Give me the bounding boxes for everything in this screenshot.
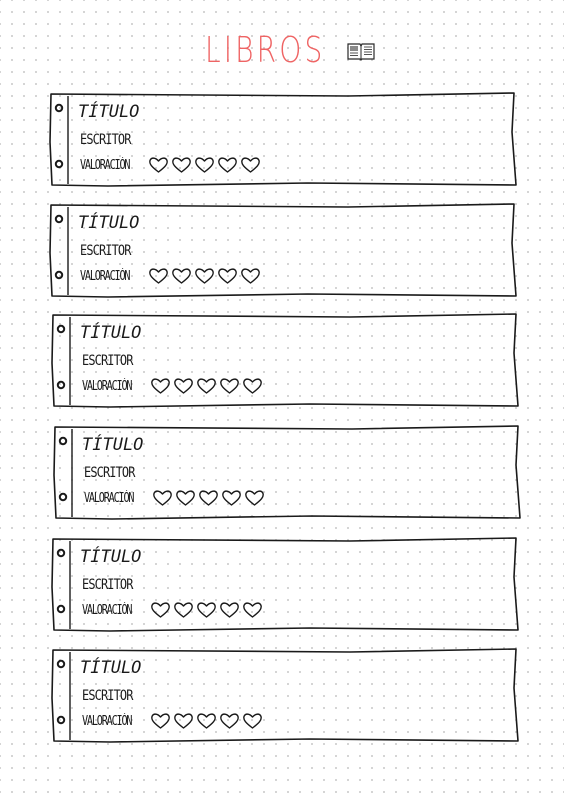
heart-icon[interactable]: [196, 712, 217, 730]
heart-icon[interactable]: [194, 267, 215, 285]
book-card: TÍTULO ESCRITOR VALORACIÓN: [48, 92, 518, 187]
book-card: TÍTULO ESCRITOR VALORACIÓN: [52, 425, 522, 520]
heart-icon[interactable]: [217, 156, 238, 174]
rating-hearts[interactable]: [152, 489, 265, 507]
rating-label: VALORACIÓN: [82, 379, 133, 394]
rating-label: VALORACIÓN: [84, 491, 135, 506]
heart-icon[interactable]: [240, 156, 261, 174]
book-card: TÍTULO ESCRITOR VALORACIÓN: [50, 537, 520, 632]
heart-icon[interactable]: [217, 267, 238, 285]
writer-label: ESCRITOR: [80, 132, 131, 148]
title-label: TÍTULO: [80, 658, 142, 678]
card-frame: [51, 313, 519, 408]
heart-icon[interactable]: [198, 489, 219, 507]
heart-icon[interactable]: [173, 601, 194, 619]
title-label: TÍTULO: [78, 213, 140, 233]
rating-hearts[interactable]: [150, 601, 263, 619]
heart-icon[interactable]: [221, 489, 242, 507]
heart-icon[interactable]: [242, 377, 263, 395]
heart-icon[interactable]: [242, 712, 263, 730]
heart-icon[interactable]: [173, 377, 194, 395]
heart-icon[interactable]: [173, 712, 194, 730]
heart-icon[interactable]: [242, 601, 263, 619]
heart-icon[interactable]: [171, 156, 192, 174]
writer-label: ESCRITOR: [82, 688, 133, 704]
rating-label: VALORACIÓN: [80, 269, 131, 284]
writer-label: ESCRITOR: [80, 243, 131, 259]
rating-hearts[interactable]: [150, 712, 263, 730]
heart-icon[interactable]: [150, 601, 171, 619]
heart-icon[interactable]: [194, 156, 215, 174]
rating-label: VALORACIÓN: [80, 158, 131, 173]
rating-label: VALORACIÓN: [82, 714, 133, 729]
book-card: TÍTULO ESCRITOR VALORACIÓN: [50, 648, 520, 743]
rating-hearts[interactable]: [148, 156, 261, 174]
card-frame: [51, 537, 519, 632]
heart-icon[interactable]: [219, 377, 240, 395]
writer-label: ESCRITOR: [84, 465, 135, 481]
card-frame: [51, 648, 519, 743]
heart-icon[interactable]: [196, 601, 217, 619]
rating-hearts[interactable]: [150, 377, 263, 395]
rating-label: VALORACIÓN: [82, 603, 133, 618]
heart-icon[interactable]: [219, 601, 240, 619]
book-card: TÍTULO ESCRITOR VALORACIÓN: [48, 203, 518, 298]
title-label: TÍTULO: [78, 102, 140, 122]
heart-icon[interactable]: [148, 267, 169, 285]
heart-icon[interactable]: [244, 489, 265, 507]
book-card: TÍTULO ESCRITOR VALORACIÓN: [50, 313, 520, 408]
page-title: LIBROS: [204, 30, 326, 71]
title-label: TÍTULO: [82, 435, 144, 455]
writer-label: ESCRITOR: [82, 577, 133, 593]
open-book-icon: [347, 42, 375, 61]
heart-icon[interactable]: [150, 377, 171, 395]
card-frame: [49, 203, 517, 298]
heart-icon[interactable]: [150, 712, 171, 730]
writer-label: ESCRITOR: [82, 353, 133, 369]
heart-icon[interactable]: [240, 267, 261, 285]
title-label: TÍTULO: [80, 547, 142, 567]
heart-icon[interactable]: [148, 156, 169, 174]
heart-icon[interactable]: [152, 489, 173, 507]
heart-icon[interactable]: [196, 377, 217, 395]
heart-icon[interactable]: [175, 489, 196, 507]
page-header: LIBROS: [0, 30, 564, 71]
title-label: TÍTULO: [80, 323, 142, 343]
heart-icon[interactable]: [219, 712, 240, 730]
card-frame: [53, 425, 521, 520]
rating-hearts[interactable]: [148, 267, 261, 285]
card-frame: [49, 92, 517, 187]
heart-icon[interactable]: [171, 267, 192, 285]
